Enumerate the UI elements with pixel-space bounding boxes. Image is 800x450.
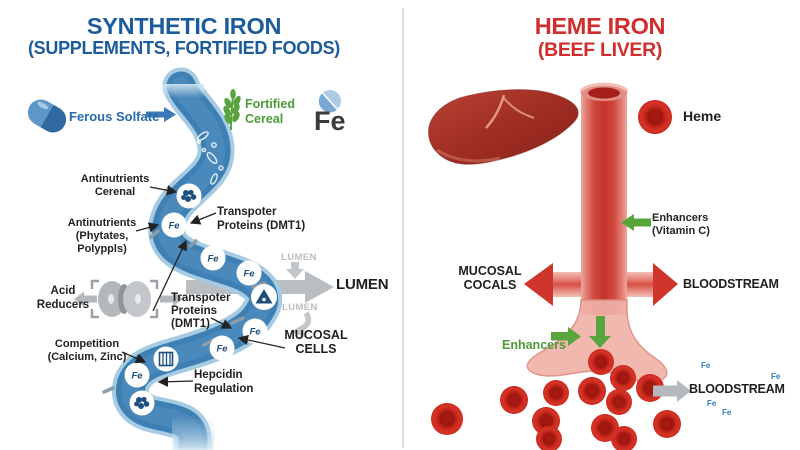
right-subtitle: (BEEF LIVER) xyxy=(537,39,663,61)
enhancer-left-arrow xyxy=(621,214,651,231)
antinutrients-phytates-label: Antinutrients (Phytates, Polyppls) xyxy=(67,217,137,255)
heme-label: Heme xyxy=(683,108,722,124)
stream-top-fade xyxy=(162,84,204,98)
red-blood-cell xyxy=(543,380,569,406)
mucosal-cocals-label: MUCOSAL COCALS xyxy=(458,264,522,293)
enhancer-right-arrow xyxy=(551,327,581,346)
red-blood-cells xyxy=(431,349,681,450)
hepcidin-regulation-label: Hepcidin Regulation xyxy=(194,369,254,395)
enhancers-label: Enhancers xyxy=(502,338,566,352)
enhancers-vitamin-c-label: Enhancers (Vitamin C) xyxy=(652,212,710,237)
lumen-small-top-label: LUMEN xyxy=(281,252,317,263)
acid-reducers-label: Acid Reducers xyxy=(36,285,90,311)
fe-particle: Fe xyxy=(701,361,711,370)
iron-tablet-icon xyxy=(318,90,341,113)
fe-circle-icon: Fe xyxy=(168,221,180,232)
blood-vessel-tube xyxy=(579,82,629,315)
enhancer-down-arrow xyxy=(589,316,611,348)
capsule-pill-icon xyxy=(27,99,67,133)
bloodstream-gray-arrow xyxy=(653,380,691,402)
fe-particle: Fe xyxy=(722,408,732,417)
wheat-icon xyxy=(223,89,241,131)
heme-cell-icon xyxy=(638,100,672,134)
fe-circle-icon: Fe xyxy=(243,269,255,280)
fortified-cereal-label: Fortified Cereal xyxy=(245,97,295,126)
antinutrient-blob-icon xyxy=(176,183,202,209)
ferous-solfate-label: Ferous Solfate xyxy=(69,109,160,124)
antinutrients-cereal-label: Antinutrients Cerenal xyxy=(80,173,150,198)
stream-tail-fade xyxy=(172,416,214,450)
right-panel-art xyxy=(428,82,691,450)
red-blood-cell xyxy=(610,365,636,391)
fe-circle-icon: Fe xyxy=(207,254,219,265)
red-blood-cell xyxy=(578,377,606,405)
red-blood-cell xyxy=(588,349,614,375)
red-blood-cell xyxy=(611,426,637,450)
bloodstream-upper-label: BLOODSTREAM xyxy=(683,277,779,291)
fe-particle: Fe xyxy=(771,372,781,381)
fe-circle-icon: Fe xyxy=(249,327,261,338)
lumen-curved-arrow xyxy=(290,311,312,337)
left-subtitle: (SUPPLEMENTS, FORTIFIED FOODS) xyxy=(27,38,340,58)
transporter-proteins-mid-label: Transpoter Proteins (DMT1) xyxy=(171,292,231,331)
lumen-main-label: LUMEN xyxy=(336,276,389,293)
red-blood-cell xyxy=(653,410,681,438)
warning-triangle-icon xyxy=(251,284,277,310)
fe-circle-icon: Fe xyxy=(131,371,143,382)
antacid-tablets-icon xyxy=(90,279,159,319)
red-blood-cell xyxy=(500,386,528,414)
left-panel-art: Fe Fe Fe Fe Fe Fe xyxy=(27,67,341,450)
ferous-arrow xyxy=(146,107,176,122)
mucosal-bloodstream-arrows xyxy=(524,263,678,306)
fe-circle-icon: Fe xyxy=(216,344,228,355)
fe-circle-icons: Fe Fe Fe Fe Fe Fe xyxy=(124,212,268,388)
lumen-small-bottom-label: LUMEN xyxy=(282,302,318,313)
hepcidin-blob-icon xyxy=(129,390,155,416)
annotation-arrows xyxy=(121,185,286,387)
fe-symbol-label: Fe xyxy=(314,106,346,136)
red-blood-cell xyxy=(536,426,562,450)
red-blood-cell xyxy=(606,389,632,415)
fe-particle: Fe xyxy=(707,399,717,408)
red-blood-cell xyxy=(431,403,463,435)
mucosal-cells-label: MUCOSAL CELLS xyxy=(284,328,348,357)
barrier-grid-icon xyxy=(153,346,179,372)
right-title: HEME IRON xyxy=(534,13,666,39)
lumen-small-down-arrow xyxy=(286,262,304,279)
bloodstream-lower-label: BLOODSTREAM xyxy=(689,382,785,396)
left-title: SYNTHETIC IRON xyxy=(86,13,282,39)
liver-icon xyxy=(428,89,579,165)
acid-reducer-arrows xyxy=(74,291,183,307)
bacteria-icons xyxy=(196,131,224,185)
competition-label: Competition (Calcium, Zinc) xyxy=(47,338,127,363)
transporter-proteins-top-label: Transpoter Proteins (DMT1) xyxy=(217,206,306,232)
